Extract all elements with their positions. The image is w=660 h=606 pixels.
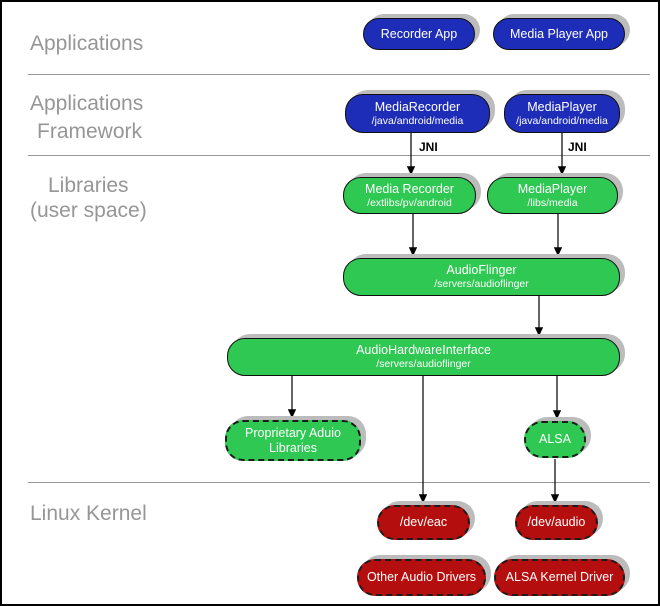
node-dev-eac: /dev/eac (377, 505, 470, 540)
node-subtitle: /libs/media (527, 196, 578, 209)
node-title: ALSA Kernel Driver (505, 570, 614, 584)
divider-libraries-kernel (28, 482, 650, 483)
node-audioflinger: AudioFlinger /servers/audioflinger (343, 258, 620, 296)
node-title: AudioFlinger (446, 263, 517, 278)
node-title: AudioHardwareInterface (356, 343, 491, 358)
node-title: MediaRecorder (374, 99, 461, 114)
node-alsa: ALSA (524, 421, 586, 458)
node-alsa-kernel-driver: ALSA Kernel Driver (494, 559, 625, 596)
node-audiohardwareinterface: AudioHardwareInterface /servers/audiofli… (227, 338, 620, 376)
node-mediaplayer-framework: MediaPlayer /java/android/media (504, 94, 620, 133)
section-label-framework-line1: Applications (30, 92, 144, 115)
jni-label-right: JNI (568, 140, 587, 154)
node-other-audio-drivers: Other Audio Drivers (357, 559, 486, 596)
jni-label-left: JNI (419, 140, 438, 154)
node-title: Proprietary Aduio (245, 425, 341, 440)
node-recorder-app: Recorder App (363, 18, 475, 50)
node-title: Recorder App (380, 26, 458, 41)
node-mediarecorder-framework: MediaRecorder /java/android/media (345, 94, 490, 133)
section-label-libraries-line2: (user space) (30, 199, 147, 222)
node-proprietary-audio-libraries: Proprietary Aduio Libraries (225, 420, 361, 461)
node-title: Media Player App (510, 26, 608, 41)
node-title: ALSA (539, 432, 571, 446)
node-subtitle: /java/android/media (516, 114, 608, 127)
section-label-libraries-line1: Libraries (48, 174, 129, 197)
node-title-line2: Libraries (269, 440, 317, 455)
node-title: Media Recorder (365, 181, 454, 196)
node-title: /dev/audio (527, 515, 586, 529)
node-subtitle: /servers/audioflinger (376, 358, 471, 371)
node-subtitle: /servers/audioflinger (434, 278, 529, 291)
node-media-recorder-lib: Media Recorder /extlibs/pv/android (343, 177, 476, 214)
section-label-applications: Applications (30, 32, 144, 55)
node-dev-audio: /dev/audio (515, 505, 598, 540)
node-title: /dev/eac (399, 515, 448, 529)
divider-applications-framework (28, 74, 650, 75)
section-label-framework-line2: Framework (37, 120, 143, 143)
section-label-linux-kernel: Linux Kernel (30, 502, 147, 525)
node-media-player-app: Media Player App (493, 18, 625, 50)
node-mediaplayer-lib: MediaPlayer /libs/media (487, 177, 618, 214)
node-subtitle: /extlibs/pv/android (367, 196, 452, 209)
node-title: Other Audio Drivers (366, 570, 477, 584)
divider-framework-libraries (28, 155, 650, 156)
node-title: MediaPlayer (517, 181, 588, 196)
node-title: MediaPlayer (527, 99, 597, 114)
node-subtitle: /java/android/media (371, 114, 464, 127)
